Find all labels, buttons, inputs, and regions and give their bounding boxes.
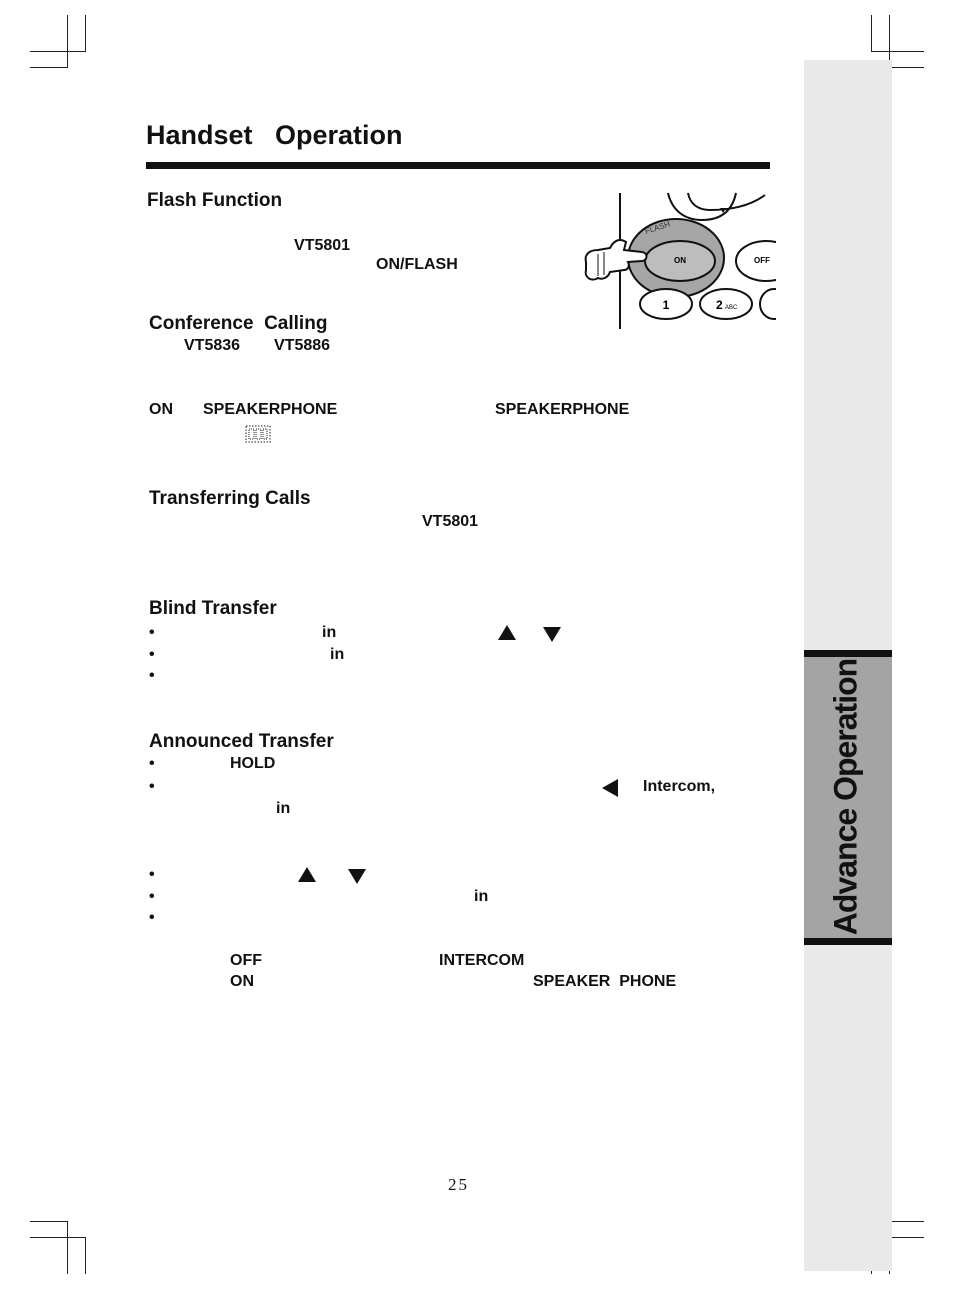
side-tab-label: Advance Operation [827,658,864,936]
triangle-up-icon [498,625,516,640]
blind-bullet-3: • [149,667,155,684]
off-key-label: OFF [754,256,770,265]
crop-mark [871,15,872,52]
conference-model-a: VT5836 [184,337,241,354]
crop-mark [67,15,68,68]
announced-intercom-caps: INTERCOM [439,952,525,969]
conference-display-icon [245,425,271,443]
conference-on: ON [149,401,173,418]
side-tab [804,650,892,945]
flash-key: ON/FLASH [376,256,458,273]
transferring-model: VT5801 [422,513,479,530]
announced-bullet-3: • [149,866,155,883]
transferring-heading: Transferring Calls [149,488,311,509]
conference-heading: Conference Calling [149,313,328,334]
triangle-down-icon [348,869,366,884]
blind-bullet-1: • [149,624,155,641]
blind-in-1: in [322,624,337,641]
crop-mark [30,51,86,52]
conference-speaker-1: SPEAKERPHONE [203,401,338,418]
announced-speaker-phone: SPEAKER PHONE [533,973,677,990]
page-number: 25 [448,1175,469,1194]
crop-mark [30,1237,86,1238]
key-2-label: 2 [716,298,723,312]
announced-bullet-4: • [149,888,155,905]
key-1-label: 1 [663,298,670,312]
triangle-down-icon [543,627,561,642]
flash-model: VT5801 [294,237,351,254]
announced-bullet-2: • [149,778,155,795]
key-2-letters: ABC [725,305,738,311]
announced-in-1: in [276,800,291,817]
off-button [735,240,776,282]
announced-intercom: Intercom, [643,778,716,795]
announced-in-2: in [474,888,489,905]
conference-speaker-2: SPEAKERPHONE [495,401,630,418]
key-1 [639,288,693,320]
crop-mark [889,1221,924,1222]
announced-on: ON [230,973,254,990]
announced-heading: Announced Transfer [149,731,334,752]
crop-mark [85,1237,86,1274]
announced-bullet-1: • [149,755,155,772]
crop-mark [871,1237,924,1238]
key-2 [699,288,753,320]
flash-heading: Flash Function [147,190,283,211]
crop-mark [889,67,924,68]
blind-heading: Blind Transfer [149,598,277,619]
crop-mark [67,1221,68,1274]
crop-mark [30,67,68,68]
triangle-left-icon [602,779,618,797]
blind-bullet-2: • [149,646,155,663]
triangle-up-icon [298,867,316,882]
announced-bullet-5: • [149,909,155,926]
title-rule [146,162,770,169]
handset-keypad-illustration: ON FLASH OFF 1 2 ABC [584,192,776,329]
blind-in-2: in [330,646,345,663]
on-key-label: ON [674,256,686,265]
crop-mark [889,15,890,68]
pointing-hand-icon [584,239,648,281]
crop-mark [871,51,924,52]
announced-hold: HOLD [230,755,276,772]
crop-mark [30,1221,68,1222]
crop-mark [85,15,86,52]
page-title: Handset Operation [146,120,403,150]
conference-model-b: VT5886 [274,337,331,354]
announced-off: OFF [230,952,262,969]
